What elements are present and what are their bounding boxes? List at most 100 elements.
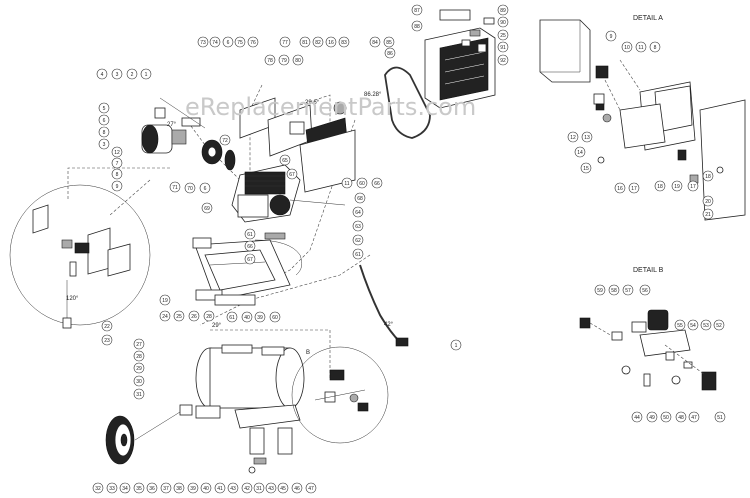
callout-bubble — [497, 16, 509, 28]
callout-bubble — [450, 339, 462, 351]
callout-65: 65 — [279, 154, 291, 166]
callout-number: 91 — [500, 45, 506, 51]
callout-57: 57 — [622, 284, 634, 296]
callout-bubble — [133, 388, 145, 400]
callout-number: 42 — [244, 486, 250, 492]
callout-number: 28 — [136, 354, 142, 360]
callout-77: 77 — [279, 36, 291, 48]
callout-bubble — [101, 320, 113, 332]
callout-number: 8 — [116, 172, 119, 178]
callout-number: 21 — [705, 212, 711, 218]
callout-bubble — [356, 177, 368, 189]
callout-1: 1 — [450, 339, 462, 351]
callout-number: 34 — [122, 486, 128, 492]
callout-number: 43 — [268, 486, 274, 492]
callout-23: 23 — [101, 334, 113, 346]
callout-14: 14 — [574, 146, 586, 158]
callout-bubble — [497, 41, 509, 53]
callout-bubble — [133, 338, 145, 350]
callout-number: 86 — [387, 51, 393, 57]
callout-31: 31 — [133, 388, 145, 400]
callout-18: 18 — [654, 180, 666, 192]
callout-number: 60 — [359, 181, 365, 187]
callout-19: 19 — [671, 180, 683, 192]
callout-72: 72 — [219, 134, 231, 146]
callout-64: 64 — [352, 206, 364, 218]
callout-bubble — [111, 168, 123, 180]
callout-46: 46 — [291, 482, 303, 494]
callout-number: 62 — [355, 238, 361, 244]
callout-bubble — [660, 411, 672, 423]
callout-bubble — [241, 482, 253, 494]
callout-17: 17 — [628, 182, 640, 194]
callout-bubble — [352, 234, 364, 246]
callout-bubble — [98, 102, 110, 114]
callout-bubble — [133, 482, 145, 494]
callout-number: 74 — [212, 40, 218, 46]
callout-bubble — [497, 29, 509, 41]
callout-bubble — [222, 36, 234, 48]
callout-number: 38 — [176, 486, 182, 492]
callout-76: 76 — [247, 36, 259, 48]
callout-number: 54 — [690, 323, 696, 329]
callout-27: 27 — [133, 338, 145, 350]
callout-number: 87 — [414, 8, 420, 14]
callout-59: 59 — [594, 284, 606, 296]
callout-number: 30 — [136, 379, 142, 385]
callout-21: 21 — [702, 208, 714, 220]
callout-number: 33 — [109, 486, 115, 492]
callout-bubble — [299, 36, 311, 48]
callout-6: 6 — [98, 114, 110, 126]
callout-74: 74 — [209, 36, 221, 48]
callout-58: 58 — [608, 284, 620, 296]
wheel — [105, 411, 181, 465]
callout-1: 1 — [140, 68, 152, 80]
callout-number: 75 — [237, 40, 243, 46]
callout-67: 67 — [244, 253, 256, 265]
callout-number: 69 — [204, 206, 210, 212]
motor-assembly — [141, 97, 236, 171]
callout-34: 34 — [119, 482, 131, 494]
callout-bubble — [702, 208, 714, 220]
callout-bubble — [200, 482, 212, 494]
callout-number: 81 — [302, 40, 308, 46]
callout-bubble — [146, 482, 158, 494]
callout-bubble — [628, 182, 640, 194]
callout-15: 15 — [580, 162, 592, 174]
callout-bubble — [497, 4, 509, 16]
callout-bubble — [92, 482, 104, 494]
callout-16: 16 — [614, 182, 626, 194]
dim-label-2: 86.28° — [364, 92, 382, 98]
callout-bubble — [622, 284, 634, 296]
callout-number: 61 — [355, 252, 361, 258]
callout-61: 61 — [244, 228, 256, 240]
callout-number: 2 — [131, 72, 134, 78]
callout-bubble — [226, 311, 238, 323]
callout-number: 44 — [634, 415, 640, 421]
dim-label-1: 29.6° — [305, 100, 320, 106]
callout-number: 89 — [500, 8, 506, 14]
callout-bubble — [187, 482, 199, 494]
callout-61: 61 — [352, 248, 364, 260]
callout-number: 25 — [500, 33, 506, 39]
callout-number: 39 — [190, 486, 196, 492]
callout-81: 81 — [299, 36, 311, 48]
watermark: eReplacementParts.com — [185, 93, 476, 121]
callout-40: 40 — [200, 482, 212, 494]
callout-number: 16 — [328, 40, 334, 46]
air-hose — [359, 264, 401, 343]
callout-number: 53 — [703, 323, 709, 329]
callout-bubble — [111, 180, 123, 192]
callout-number: 65 — [282, 158, 288, 164]
callout-number: 31 — [136, 392, 142, 398]
callout-bubble — [292, 54, 304, 66]
callout-number: 61 — [229, 315, 235, 321]
callout-bubble — [702, 195, 714, 207]
callout-number: 36 — [149, 486, 155, 492]
callout-bubble — [567, 131, 579, 143]
callout-number: 3 — [116, 72, 119, 78]
callout-number: 76 — [250, 40, 256, 46]
callout-number: 41 — [217, 486, 223, 492]
callout-bubble — [702, 170, 714, 182]
callout-45: 45 — [277, 482, 289, 494]
